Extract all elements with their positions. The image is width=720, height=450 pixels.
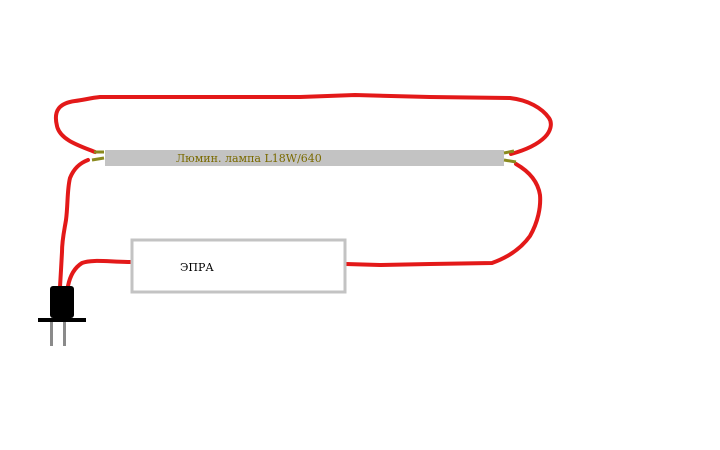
plug-prong-left <box>50 322 53 346</box>
wire-lamp-to-plug <box>58 158 90 289</box>
lamp-label: Люмин. лампа L18W/640 <box>176 152 322 165</box>
plug-flange <box>38 318 86 322</box>
wire-plug-to-ballast <box>66 258 134 288</box>
lamp-pin-left-bottom <box>91 156 105 162</box>
wire-top-loop <box>54 93 553 156</box>
power-plug-icon <box>38 286 86 346</box>
plug-body <box>50 286 74 318</box>
lamp-pin-right-bottom <box>503 158 517 164</box>
ballast-label: ЭПРА <box>180 261 214 274</box>
lamp-pin-right-top <box>503 149 515 155</box>
plug-prong-right <box>63 322 66 346</box>
ballast-box <box>130 238 347 294</box>
wire-ballast-to-lamp <box>344 162 543 267</box>
lamp-tube <box>105 150 504 166</box>
